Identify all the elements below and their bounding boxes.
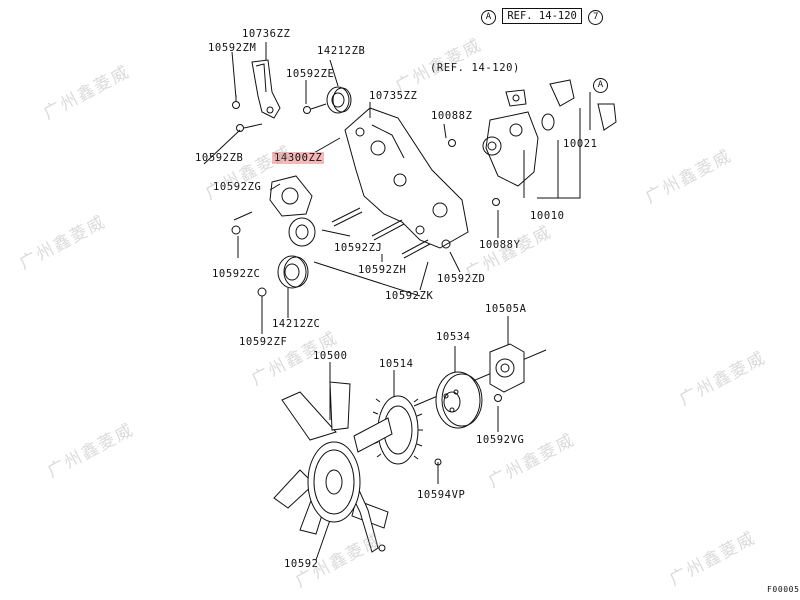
cooling-fan [273,381,393,553]
label-10592zd: 10592ZD [437,273,486,285]
circle-a-marker: A [593,78,608,93]
label-10736zz: 10736ZZ [242,28,291,40]
ref-box: REF. 14-120 [502,8,582,24]
bolt-10592zg [231,211,253,235]
label-10088z: 10088Z [431,110,473,122]
label-10010: 10010 [530,210,565,222]
label-10592zm: 10592ZM [208,42,257,54]
label-10021: 10021 [563,138,598,150]
fan-pulley [435,371,483,429]
label-10592zg: 10592ZG [213,181,262,193]
label-10088y: 10088Y [479,239,521,251]
label-10592zh: 10592ZH [358,264,407,276]
label-10592zb: 10592ZB [195,152,244,164]
fan-hub [489,343,525,402]
label-10592vg: 10592VG [476,434,525,446]
circle-a-text: A [593,78,608,93]
label-14300zz: 14300ZZ [272,152,325,164]
label-10594vp: 10594VP [417,489,466,501]
label-10592zk: 10592ZK [385,290,434,302]
label-10592: 10592 [284,558,319,570]
belt-tensioner [269,175,316,247]
idler-pulley-lower [277,255,309,289]
bracket-part [251,59,281,119]
circle-a-badge: A [481,10,496,25]
label-14300zz-text: 14300ZZ [272,152,325,164]
header-reference: A REF. 14-120 7 [481,8,604,25]
figure-code: F00005 [767,585,800,594]
label-14212zb: 14212ZB [317,45,366,57]
label-10592zc: 10592ZC [212,268,261,280]
ref-inline-label: (REF. 14-120) [430,62,520,74]
bolt-10592zb [236,123,263,132]
label-10505a: 10505A [485,303,527,315]
label-10735zz: 10735ZZ [369,90,418,102]
label-10500: 10500 [313,350,348,362]
label-10592zj: 10592ZJ [334,242,383,254]
gasket-and-fitting [492,79,617,206]
label-10592ze: 10592ZE [286,68,335,80]
main-bracket [344,107,469,249]
label-10592zf: 10592ZF [239,336,288,348]
circle-7-badge: 7 [588,10,604,25]
label-10534: 10534 [436,331,471,343]
label-14212zc: 14212ZC [272,318,321,330]
long-bolts [331,207,451,259]
bolt-10592ze [303,103,327,114]
water-pump [448,111,539,187]
label-10514: 10514 [379,358,414,370]
idler-pulley-upper [326,86,352,114]
